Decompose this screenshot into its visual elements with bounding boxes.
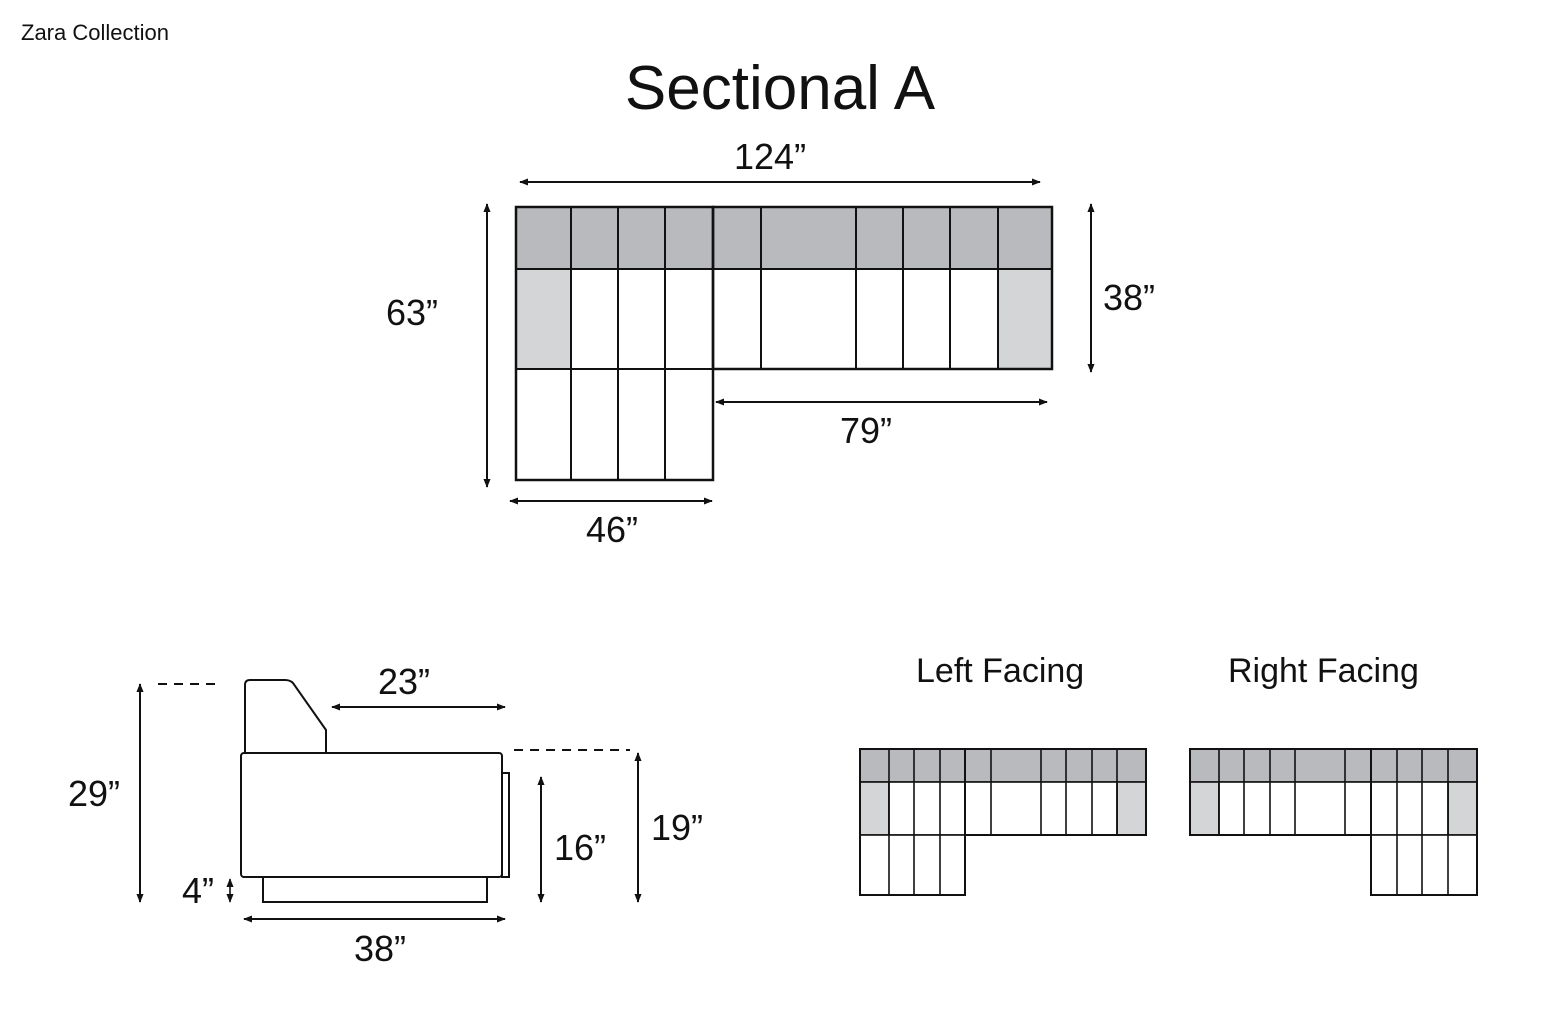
side-view-dimensions <box>136 683 642 923</box>
chaise-back-cushion <box>515 206 714 270</box>
side-body <box>240 752 503 878</box>
chaise-extension <box>515 368 714 481</box>
label-sofa-length: 79” <box>840 410 893 451</box>
left-facing-label: Left Facing <box>916 652 1085 690</box>
chaise-seat <box>570 268 714 370</box>
label-seat-depth: 23” <box>378 661 431 702</box>
left-arm <box>515 268 572 370</box>
label-side-depth: 38” <box>354 928 407 969</box>
side-view-profile <box>240 679 510 903</box>
right-arm <box>997 268 1053 370</box>
brand-name: Zara Collection <box>21 20 169 45</box>
label-overall-width: 124” <box>734 136 807 177</box>
side-back-cushion <box>244 679 327 752</box>
top-view-plan <box>514 205 1054 482</box>
label-cushion-height: 16” <box>554 827 607 868</box>
right-facing-layout <box>1189 748 1478 896</box>
right-facing-label: Right Facing <box>1228 652 1419 690</box>
top-view-dimensions <box>483 178 1095 505</box>
label-seat-height: 19” <box>651 807 704 848</box>
side-arm-edge <box>501 772 510 878</box>
sofa-back-cushion <box>712 206 1053 270</box>
side-base <box>262 876 488 903</box>
label-overall-height: 29” <box>68 773 121 814</box>
page-title: Sectional A <box>624 54 936 123</box>
label-sofa-depth: 38” <box>1103 277 1156 318</box>
label-chaise-width: 46” <box>586 509 639 550</box>
left-facing-layout <box>859 748 1147 896</box>
label-leg-height: 4” <box>182 870 215 911</box>
label-overall-depth: 63” <box>386 292 439 333</box>
